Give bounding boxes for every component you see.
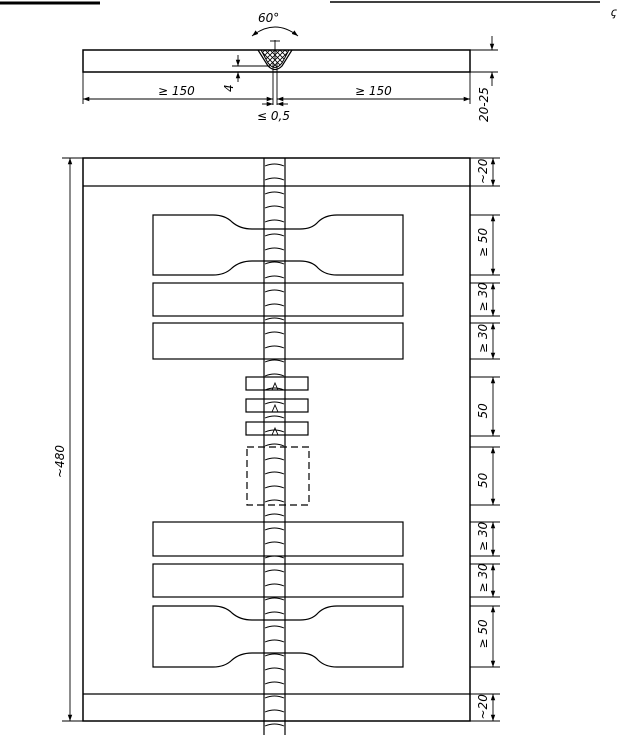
impact-specimen-2 (245, 398, 309, 413)
weld-ripple (264, 177, 285, 181)
weld-ripple (264, 667, 285, 671)
weld-ripple (264, 569, 285, 573)
weld-ripple (264, 709, 285, 713)
bend-specimen-2 (152, 322, 404, 360)
impact-specimen-1 (245, 376, 309, 391)
weld-ripple (264, 513, 285, 517)
weld-ripple (264, 653, 285, 657)
dim-label-7: ≥ 30 (476, 521, 490, 551)
left-length-label: ≥ 150 (158, 84, 195, 98)
weld-ripples (264, 163, 285, 727)
weld-ripple (264, 275, 285, 279)
weld-ripple (264, 723, 285, 727)
weld-ripple (264, 499, 285, 503)
root-height-label: 4 (222, 84, 236, 92)
notch-1 (271, 381, 279, 391)
dim-label-2: ≥ 50 (476, 227, 490, 257)
right-dimension-chain: ~20 ≥ 50 ≥ 30 ≥ 30 50 50 ≥ 30 ≥ 30 ≥ 50 ~20 (470, 157, 500, 722)
weld-ripple (264, 695, 285, 699)
dim-label-6: 50 (476, 472, 490, 488)
angle-label: 60° (258, 11, 279, 25)
notch-2 (271, 403, 279, 413)
right-length-label: ≥ 150 (355, 84, 392, 98)
weld-ripple (264, 373, 285, 377)
weld-ripple (264, 681, 285, 685)
weld-ripple (264, 401, 285, 405)
dim-label-9: ≥ 50 (476, 619, 490, 649)
notch-3 (271, 426, 279, 436)
dim-label-10: ~20 (476, 694, 490, 720)
impact-specimen-3 (245, 421, 309, 436)
corner-mark: ꞔ (610, 5, 617, 19)
weld-ripple (264, 443, 285, 447)
bend-specimen-3 (152, 521, 404, 557)
bend-specimen-1 (152, 282, 404, 317)
weld-ripple (264, 191, 285, 195)
weld-ripple (264, 317, 285, 321)
weld-ripple (264, 303, 285, 307)
side-view: 60° ≥ 150 ≥ 150 4 ≤ 0,5 20-25 (82, 11, 498, 123)
thickness-label: 20-25 (477, 87, 491, 122)
weld-ripple (264, 289, 285, 293)
dim-label-4: ≥ 30 (476, 323, 490, 353)
weld-ripple (264, 415, 285, 419)
weld-ripple (264, 205, 285, 209)
weld-ripple (264, 471, 285, 475)
weld-ripple (264, 163, 285, 167)
angle-arc (251, 26, 299, 37)
weld-ripple (264, 541, 285, 545)
weld-ripple (264, 331, 285, 335)
weld-ripple (264, 639, 285, 643)
weld-ripple (264, 583, 285, 587)
weld-ripple (264, 625, 285, 629)
weld-ripple (264, 611, 285, 615)
dim-label-3: ≥ 30 (476, 282, 490, 312)
weld-ripple (264, 597, 285, 601)
weld-ripple (264, 485, 285, 489)
overall-length-label: ~480 (53, 445, 67, 478)
dim-label-5: 50 (476, 403, 490, 419)
weld-ripple (264, 359, 285, 363)
plan-plate (82, 157, 471, 722)
weld-ripple (264, 247, 285, 251)
weld-ripple (264, 457, 285, 461)
bend-specimen-4 (152, 563, 404, 598)
weld-ripple (264, 345, 285, 349)
plan-view: ~480 ~20 ≥ 50 ≥ 30 ≥ 30 50 50 ≥ 30 ≥ 30 ≥ 50 ~20 (53, 157, 500, 735)
weld-ripple (264, 233, 285, 237)
weld-ripple (264, 527, 285, 531)
macro-specimen (246, 446, 310, 506)
tensile-specimen-top (152, 214, 404, 276)
dim-label-1: ~20 (476, 158, 490, 184)
root-gap-label: ≤ 0,5 (257, 109, 290, 123)
weld-ripple (264, 219, 285, 223)
tensile-specimen-bottom (152, 605, 404, 668)
dim-label-8: ≥ 30 (476, 563, 490, 593)
weld-ripple (264, 261, 285, 265)
